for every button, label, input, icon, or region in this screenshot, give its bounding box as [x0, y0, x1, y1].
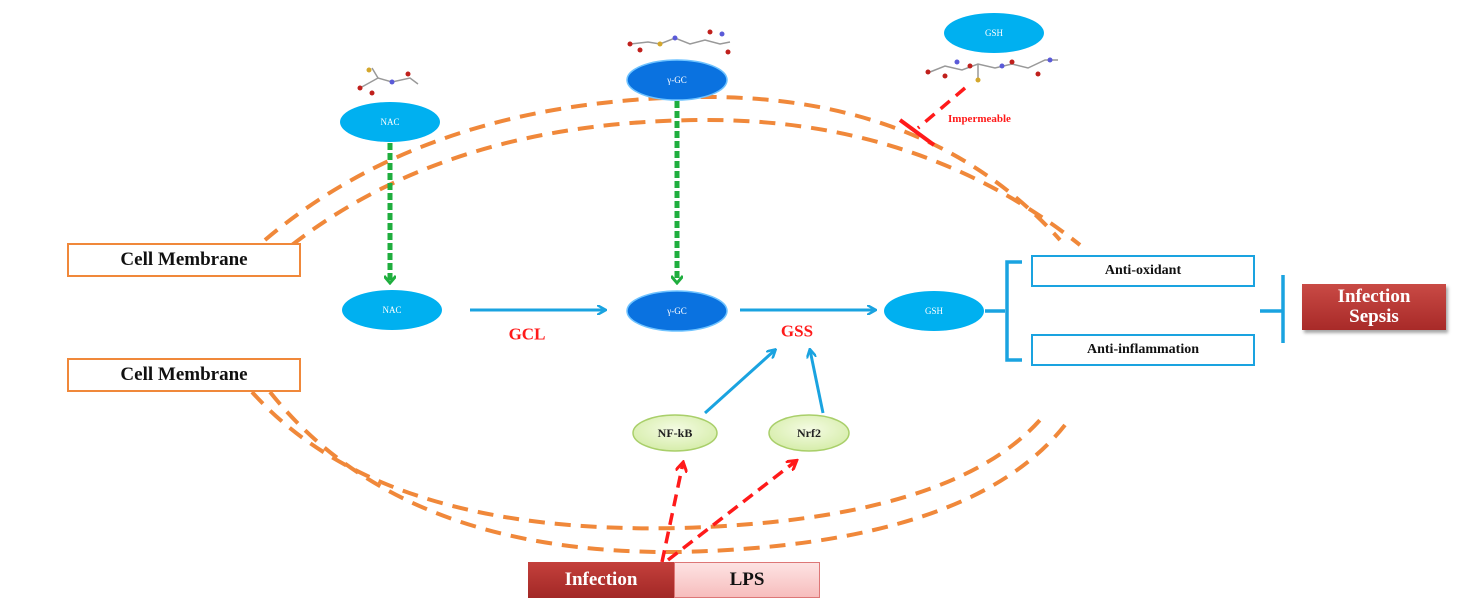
- lps-to-nrf2-arrow: [666, 461, 796, 562]
- node-gamma-gc-intracellular-label: γ-GC: [666, 306, 686, 316]
- stimulus-lps-box: LPS: [674, 562, 820, 598]
- node-nac-intracellular-label: NAC: [382, 305, 401, 315]
- node-gamma-gc-extracellular-label: γ-GC: [666, 75, 686, 85]
- node-nac-extracellular: NAC: [340, 102, 440, 142]
- gcl-enzyme-label: GCL: [509, 325, 546, 344]
- node-gsh-intracellular-label: GSH: [925, 306, 944, 316]
- impermeable-label: Impermeable: [948, 113, 1011, 125]
- infection-sepsis-box: Infection Sepsis: [1302, 284, 1446, 330]
- effects-inhibit-sepsis-bar: [1260, 275, 1285, 343]
- anti-oxidant-box: Anti-oxidant: [1031, 255, 1255, 287]
- node-nfkb: NF-kB: [632, 414, 718, 452]
- nfkb-to-gss-arrow: [703, 350, 775, 415]
- node-gsh-intracellular: GSH: [884, 291, 984, 331]
- membrane-upper: [263, 94, 1082, 247]
- node-nrf2: Nrf2: [768, 414, 850, 452]
- outcome-line-infection: Infection: [1337, 286, 1411, 307]
- stimulus-infection-box: Infection: [528, 562, 674, 598]
- membrane-upper-outer: [263, 94, 1062, 242]
- gsh-molecule-icon: [925, 57, 1058, 83]
- node-nac-extracellular-label: NAC: [380, 117, 399, 127]
- node-nrf2-label: Nrf2: [797, 426, 821, 440]
- cell-membrane-label-lower: Cell Membrane: [67, 358, 301, 392]
- node-gsh-extracellular-label: GSH: [985, 28, 1004, 38]
- node-gamma-gc-extracellular: γ-GC: [626, 59, 728, 101]
- gss-enzyme-label: GSS: [781, 322, 813, 341]
- node-nfkb-label: NF-kB: [658, 426, 693, 440]
- lps-to-nfkb-arrow: [660, 463, 683, 563]
- gamma-gc-molecule-icon: [627, 29, 731, 55]
- membrane-lower: [250, 390, 1067, 555]
- membrane-lower-inner: [268, 390, 1067, 555]
- outcome-line-sepsis: Sepsis: [1349, 306, 1399, 327]
- gsh-effects-bracket: [985, 260, 1022, 362]
- nrf2-to-gss-arrow: [810, 350, 825, 414]
- node-nac-intracellular: NAC: [342, 290, 442, 330]
- cell-membrane-label-upper: Cell Membrane: [67, 243, 301, 277]
- membrane-lower-outer: [250, 390, 1042, 531]
- gsh-impermeable-inhibition: [898, 86, 967, 147]
- node-gsh-extracellular: GSH: [944, 13, 1044, 53]
- anti-inflammation-box: Anti-inflammation: [1031, 334, 1255, 366]
- membrane-upper-inner: [290, 117, 1082, 247]
- node-gamma-gc-intracellular: γ-GC: [626, 290, 728, 332]
- nac-molecule-icon: [357, 67, 419, 96]
